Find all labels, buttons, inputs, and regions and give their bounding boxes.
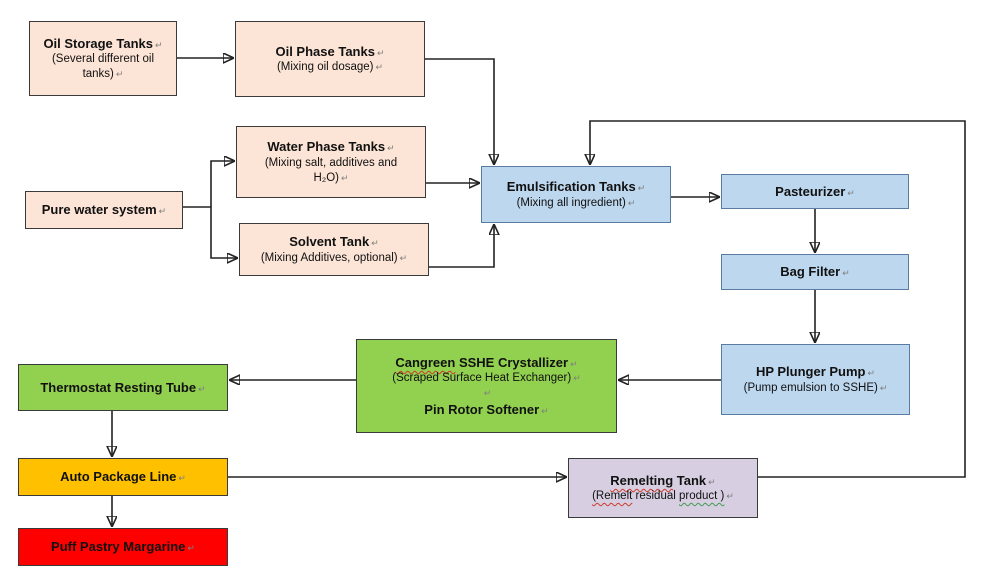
node-title-text: Puff Pastry Margarine xyxy=(51,539,186,555)
node-subtitle-text: tanks) xyxy=(82,68,114,81)
node-title: Remelting Tank↵ xyxy=(610,472,715,489)
node-title-text: Thermostat Resting Tube xyxy=(40,379,197,395)
node-solvent-tank: Solvent Tank↵ (Mixing Additives, optiona… xyxy=(239,223,429,276)
node-title: Pasteurizer↵ xyxy=(775,183,855,200)
edge-solvent-to-emulsification xyxy=(429,225,494,268)
node-title: Thermostat Resting Tube↵ xyxy=(40,379,205,396)
misspelled-word: (Remelt xyxy=(592,490,633,503)
node-sshe-crystallizer: Cangreen SSHE Crystallizer↵ (Scraped Sur… xyxy=(356,339,617,433)
pilcrow-return-mark: ↵ xyxy=(371,238,379,249)
pilcrow-return-mark: ↵ xyxy=(341,172,349,183)
pilcrow-return-mark: ↵ xyxy=(158,206,167,217)
node-puff-pastry-margarine: Puff Pastry Margarine↵ xyxy=(18,528,228,566)
pilcrow-return-mark: ↵ xyxy=(627,197,636,208)
node-title-text: Emulsification Tanks xyxy=(506,179,636,195)
node-title-text: SSHE Crystallizer xyxy=(455,354,569,370)
pilcrow-return-mark: ↵ xyxy=(573,373,581,384)
node-title: Puff Pastry Margarine↵ xyxy=(51,538,195,555)
node-subtitle-text: (Pump emulsion to SSHE) xyxy=(743,381,878,394)
pilcrow-return-mark: ↵ xyxy=(842,268,850,279)
node-title: Emulsification Tanks↵ xyxy=(507,178,646,195)
pilcrow-return-mark: ↵ xyxy=(867,368,876,379)
node-title-text: Tank xyxy=(673,472,707,488)
node-title: Pin Rotor Softener↵ xyxy=(424,401,548,418)
misspelled-word: Remelting xyxy=(610,472,674,488)
node-subtitle-text: (Mixing salt, additives and xyxy=(264,156,398,169)
pilcrow-return-mark: ↵ xyxy=(399,252,408,263)
node-subtitle: (Remelt residual product )↵ xyxy=(592,489,734,504)
node-emulsification-tanks: Emulsification Tanks↵ (Mixing all ingred… xyxy=(481,166,671,223)
pilcrow-return-mark: ↵ xyxy=(155,39,163,50)
node-subtitle: tanks)↵ xyxy=(83,67,124,82)
grammar-flagged-word: product ) xyxy=(679,490,725,503)
pilcrow-return-mark: ↵ xyxy=(115,69,124,80)
node-title-text: Oil Phase Tanks xyxy=(275,43,375,59)
pilcrow-return-mark: ↵ xyxy=(375,62,384,73)
node-subtitle-text: H₂O) xyxy=(313,171,339,184)
node-title: Auto Package Line↵ xyxy=(60,468,186,485)
node-water-phase-tanks: Water Phase Tanks↵ (Mixing salt, additiv… xyxy=(236,126,426,198)
node-title: Oil Phase Tanks↵ xyxy=(275,43,384,60)
node-title-text: Water Phase Tanks xyxy=(267,139,386,155)
node-subtitle: H₂O)↵ xyxy=(313,171,348,186)
pilcrow-return-mark: ↵ xyxy=(570,358,578,369)
pilcrow-return-mark: ↵ xyxy=(879,382,888,393)
pilcrow-return-mark: ↵ xyxy=(637,183,646,194)
node-subtitle: (Mixing salt, additives and xyxy=(265,156,397,171)
node-title-text: Bag Filter xyxy=(780,264,841,280)
node-title: Solvent Tank↵ xyxy=(289,233,379,250)
node-subtitle: (Pump emulsion to SSHE)↵ xyxy=(744,381,888,396)
node-title: HP Plunger Pump↵ xyxy=(756,363,875,380)
node-title-text: Pasteurizer xyxy=(775,183,846,199)
node-title: Oil Storage Tanks↵ xyxy=(43,35,162,52)
pilcrow-return-mark: ↵ xyxy=(541,405,549,416)
misspelled-word: Cangreen xyxy=(395,354,456,370)
node-subtitle-text: residual xyxy=(632,490,679,503)
pilcrow-return-mark: ↵ xyxy=(483,388,492,398)
node-title: Water Phase Tanks↵ xyxy=(267,138,394,155)
node-bag-filter: Bag Filter↵ xyxy=(721,254,909,290)
node-pasteurizer: Pasteurizer↵ xyxy=(721,174,909,209)
node-title: Bag Filter↵ xyxy=(780,263,850,280)
node-subtitle: (Mixing all ingredient)↵ xyxy=(517,196,636,211)
node-title-text: Auto Package Line xyxy=(60,469,177,485)
node-remelting-tank: Remelting Tank↵ (Remelt residual product… xyxy=(568,458,758,518)
node-subtitle: (Mixing oil dosage)↵ xyxy=(277,60,383,75)
node-subtitle: (Scraped Surface Heat Exchanger)↵ xyxy=(392,371,581,386)
pilcrow-return-mark: ↵ xyxy=(387,143,395,154)
pilcrow-return-mark: ↵ xyxy=(726,491,734,502)
node-pure-water-system: Pure water system↵ xyxy=(25,191,183,229)
edge-pure-water-to-solvent xyxy=(210,207,237,258)
node-title-text: Pure water system xyxy=(41,202,157,218)
node-hp-plunger-pump: HP Plunger Pump↵ (Pump emulsion to SSHE)… xyxy=(721,344,910,415)
pilcrow-return-mark: ↵ xyxy=(178,473,186,484)
pilcrow-return-mark: ↵ xyxy=(847,187,855,198)
node-title-text: Pin Rotor Softener xyxy=(424,401,540,417)
node-title: Pure water system↵ xyxy=(42,201,166,218)
edge-remelting-to-emulsification xyxy=(590,120,966,478)
node-oil-storage-tanks: Oil Storage Tanks↵ (Several different oi… xyxy=(29,21,177,96)
node-subtitle: (Several different oil xyxy=(52,52,154,67)
node-title-text: Solvent Tank xyxy=(289,234,370,250)
pilcrow-return-mark: ↵ xyxy=(187,543,195,554)
pilcrow-return-mark: ↵ xyxy=(376,47,385,58)
node-auto-package-line: Auto Package Line↵ xyxy=(18,458,228,496)
node-thermostat-resting-tube: Thermostat Resting Tube↵ xyxy=(18,364,228,411)
node-subtitle-text: (Mixing oil dosage) xyxy=(276,61,374,74)
node-title: Cangreen SSHE Crystallizer↵ xyxy=(395,354,577,371)
node-title-text: HP Plunger Pump xyxy=(755,364,866,380)
pilcrow-return-mark: ↵ xyxy=(708,476,716,487)
node-subtitle-text: (Scraped Surface Heat Exchanger) xyxy=(392,372,572,385)
node-subtitle-text: (Several different oil xyxy=(51,53,155,66)
node-oil-phase-tanks: Oil Phase Tanks↵ (Mixing oil dosage)↵ xyxy=(235,21,425,97)
node-title-text: Oil Storage Tanks xyxy=(43,35,154,51)
node-subtitle-text: (Mixing all ingredient) xyxy=(516,196,626,209)
edge-pure-water-to-water-phase xyxy=(210,161,234,207)
empty-line: ↵ xyxy=(482,386,492,401)
node-subtitle: (Mixing Additives, optional)↵ xyxy=(261,251,407,266)
edge-oil-phase-to-emulsification xyxy=(425,58,494,164)
pilcrow-return-mark: ↵ xyxy=(198,383,206,394)
node-subtitle-text: (Mixing Additives, optional) xyxy=(260,251,398,264)
